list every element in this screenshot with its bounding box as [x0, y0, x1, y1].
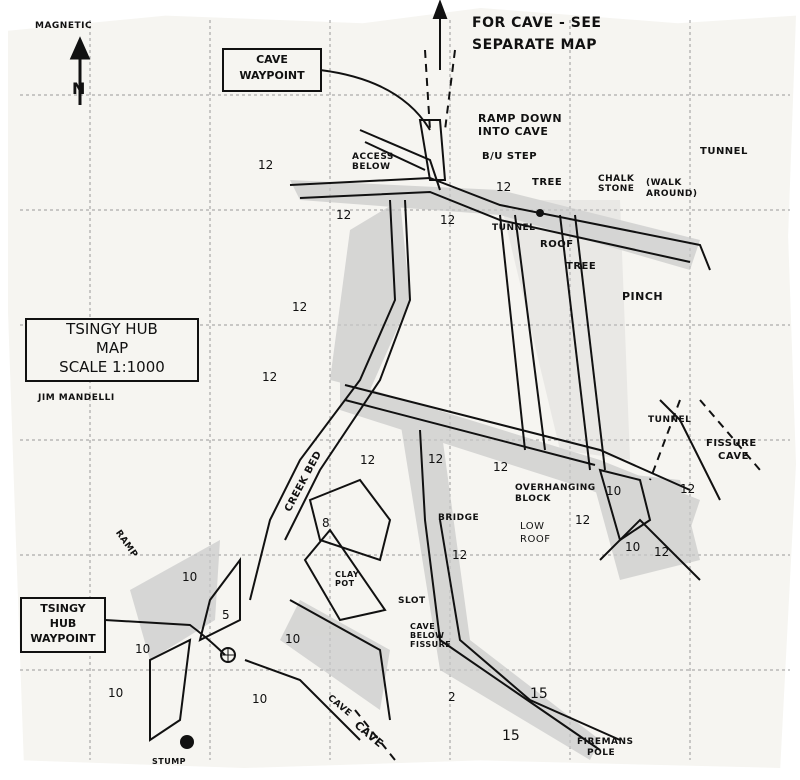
height-marker: 15	[502, 728, 520, 744]
cave-note-line2: Separate Map	[472, 37, 597, 53]
label-pinch: Pinch	[622, 290, 664, 303]
label-low-roof: LowRoof	[520, 520, 550, 546]
label-access-below: AccessBelow	[352, 152, 394, 172]
label-ramp-down: Ramp DownInto Cave	[478, 112, 562, 138]
label-line: Roof	[520, 534, 551, 545]
height-marker: 12	[654, 545, 670, 559]
cave-waypoint-line2: Waypoint	[239, 69, 305, 82]
label-walk-around: (WalkAround)	[646, 178, 697, 200]
label-line: Ramp Down	[478, 112, 563, 125]
height-marker: 12	[360, 453, 376, 467]
height-marker: 12	[452, 548, 468, 562]
height-marker: 12	[496, 180, 512, 194]
label-fissure-cave: FissureCave	[706, 437, 757, 463]
height-marker: 8	[322, 516, 330, 530]
stump-marker	[180, 735, 194, 749]
label-clay-pot: ClayPot	[335, 570, 359, 588]
height-marker: 10	[625, 540, 641, 554]
label-line: Block	[515, 494, 552, 504]
map-title: Tsingy Hub	[66, 320, 158, 338]
north-arrow	[69, 36, 91, 105]
height-marker: 15	[530, 686, 548, 702]
cave-dashed-lines	[354, 49, 761, 761]
label-roof: Roof	[540, 239, 574, 250]
label-tunnel-a: Tunnel	[492, 223, 536, 233]
label-line: Clay	[335, 570, 360, 579]
rock-shading	[130, 180, 700, 760]
label-tunnel-c: Tunnel	[648, 415, 692, 425]
cave-arrow	[432, 0, 448, 70]
author: Jim Mandelli	[38, 393, 115, 403]
height-marker: 12	[440, 213, 456, 227]
label-cave-below-fissure: CaveBelowFissure	[410, 622, 451, 649]
label-stump: Stump	[152, 757, 187, 766]
map-scale: Scale 1:1000	[59, 358, 165, 376]
cave-note: For Cave - See Separate Map	[472, 12, 601, 56]
label-chalk-stone: ChalkStone	[598, 174, 634, 194]
label-line: Below	[352, 162, 391, 172]
height-marker: 10	[182, 570, 198, 584]
height-marker: 12	[336, 208, 352, 222]
hub-waypoint-line2: Hub	[49, 617, 77, 630]
height-marker: 12	[258, 158, 274, 172]
title-box: Tsingy Hub Map Scale 1:1000	[25, 318, 199, 382]
height-marker: 12	[575, 513, 591, 527]
label-line: Fissure	[410, 640, 452, 649]
cave-waypoint-box: Cave Waypoint	[222, 48, 322, 92]
height-marker: 10	[135, 642, 151, 656]
north-label: N	[72, 79, 86, 98]
label-slot: Slot	[398, 596, 426, 606]
height-marker: 10	[606, 484, 622, 498]
compass-label: Magnetic	[35, 21, 93, 31]
label-line: Around)	[646, 189, 698, 199]
label-line: Firemans	[577, 737, 634, 747]
label-line: (Walk	[646, 178, 682, 188]
label-line: Pot	[335, 579, 355, 588]
height-marker: 5	[222, 608, 230, 622]
label-line: Below	[410, 631, 445, 640]
label-line: Access	[352, 152, 394, 162]
height-marker: 10	[108, 686, 124, 700]
hub-waypoint-box: Tsingy Hub Waypoint	[20, 597, 106, 653]
height-marker: 10	[252, 692, 268, 706]
label-tree-b: Tree	[566, 261, 597, 272]
map-subtitle: Map	[95, 339, 129, 357]
label-line: Chalk	[598, 174, 635, 184]
height-marker: 12	[428, 452, 444, 466]
label-overhanging-block: OverhangingBlock	[515, 483, 596, 505]
label-line: Cave	[718, 451, 749, 462]
label-line: Overhanging	[515, 483, 596, 493]
label-tunnel-b: Tunnel	[700, 146, 748, 157]
height-marker: 12	[262, 370, 278, 384]
label-line: Into Cave	[478, 125, 549, 138]
label-bridge: Bridge	[438, 513, 480, 523]
label-line: Cave	[410, 622, 436, 631]
height-marker: 12	[493, 460, 509, 474]
label-firemans-pole: FiremansPole	[577, 737, 634, 759]
hub-waypoint-line3: Waypoint	[30, 632, 96, 645]
label-line: Fissure	[706, 438, 757, 449]
label-tree-a: Tree	[532, 177, 563, 188]
label-line: Pole	[587, 748, 616, 758]
hub-waypoint-line1: Tsingy	[40, 602, 86, 615]
cave-note-line1: For Cave - See	[472, 15, 602, 31]
height-marker: 2	[448, 690, 456, 704]
height-marker: 12	[292, 300, 308, 314]
label-line: Low	[520, 521, 545, 532]
label-line: Stone	[598, 184, 635, 194]
passage-outlines	[104, 59, 721, 751]
cave-waypoint-line1: Cave	[256, 53, 288, 66]
label-bu-step: B/U Step	[482, 151, 538, 162]
height-marker: 12	[680, 482, 696, 496]
tree-marker	[536, 209, 544, 217]
paper-sheet	[8, 8, 796, 768]
hub-waypoint-marker	[220, 647, 236, 663]
height-marker: 10	[285, 632, 301, 646]
